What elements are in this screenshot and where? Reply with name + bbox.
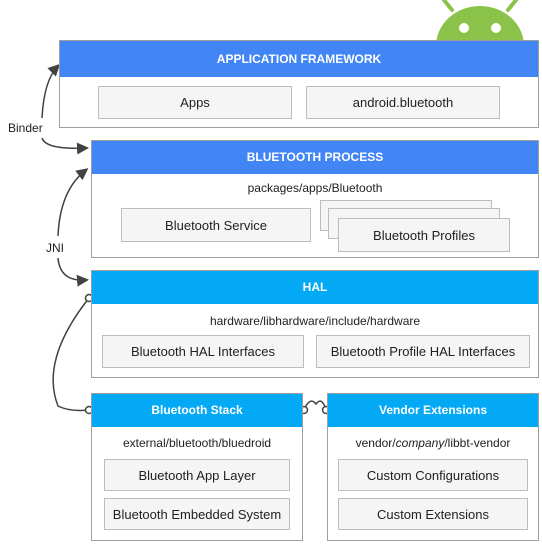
jni-arrow-up [57,168,89,237]
application-framework-layer: APPLICATION FRAMEWORK Apps android.bluet… [59,40,539,128]
bluetooth-process-layer: BLUETOOTH PROCESS packages/apps/Bluetoot… [91,140,539,258]
jni-arrow-right [57,257,89,287]
stack-vendor-link [303,400,327,411]
vendor-extensions-path: vendor/company/libbt-vendor [355,436,511,450]
bluetooth-stack-title: Bluetooth Stack [92,394,302,427]
bluetooth-app-layer-box: Bluetooth App Layer [104,459,290,491]
vendor-extensions-layer: Vendor Extensions vendor/company/libbt-v… [327,393,539,541]
android-bluetooth-box: android.bluetooth [306,86,500,119]
application-framework-title: APPLICATION FRAMEWORK [60,41,538,77]
bluetooth-process-path: packages/apps/Bluetooth [247,181,383,195]
vendor-extensions-title: Vendor Extensions [328,394,538,427]
bluetooth-service-box: Bluetooth Service [121,208,311,242]
hal-stack-link [52,297,90,412]
jni-label: JNI [42,239,68,257]
custom-configurations-box: Custom Configurations [338,459,528,491]
hal-title: HAL [92,271,538,304]
custom-extensions-box: Custom Extensions [338,498,528,530]
bluetooth-stack-path: external/bluetooth/bluedroid [122,436,272,450]
bluetooth-embedded-system-box: Bluetooth Embedded System [104,498,290,530]
binder-arrow-up [41,63,61,119]
android-logo-icon [436,0,524,46]
hal-layer: HAL hardware/libhardware/include/hardwar… [91,270,539,378]
bluetooth-hal-interfaces-box: Bluetooth HAL Interfaces [102,335,304,368]
bluetooth-profiles-box: Bluetooth Profiles [338,218,510,252]
bluetooth-profile-hal-interfaces-box: Bluetooth Profile HAL Interfaces [316,335,530,368]
binder-arrow-right [41,137,89,155]
bluetooth-process-title: BLUETOOTH PROCESS [92,141,538,174]
hal-path: hardware/libhardware/include/hardware [209,314,421,328]
apps-box: Apps [98,86,292,119]
bluetooth-stack-layer: Bluetooth Stack external/bluetooth/blued… [91,393,303,541]
binder-label: Binder [4,119,47,137]
